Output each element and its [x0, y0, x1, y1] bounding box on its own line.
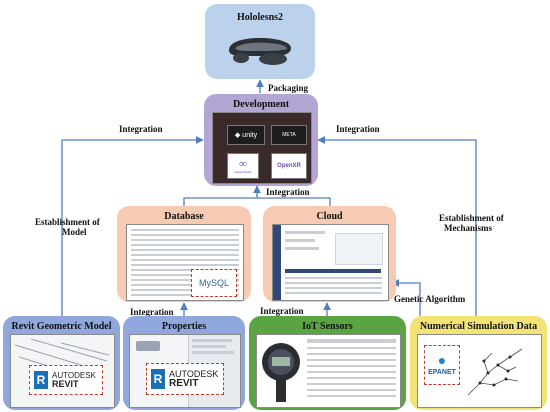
iot-node: IoT Sensors — [249, 316, 406, 410]
simulation-title: Numerical Simulation Data — [419, 321, 538, 332]
establishment-mechanisms-line1: Establishment of — [439, 213, 504, 223]
integration-label-left: Integration — [119, 124, 163, 134]
cloud-title: Cloud — [316, 211, 343, 222]
map-panel — [335, 233, 383, 265]
headset-icon — [229, 38, 291, 65]
database-node: Database MySQL — [117, 206, 251, 302]
establishment-mechanisms-line2: Mechanisms — [444, 223, 492, 233]
arrow-integration-left — [61, 136, 204, 316]
iot-screenshot — [256, 334, 401, 408]
unity-icon: ◆ — [234, 132, 241, 139]
hololens-title: Hololesns2 — [236, 12, 284, 23]
revit-logo: R AUTODESK REVIT — [29, 365, 103, 395]
development-title: Development — [232, 99, 290, 110]
properties-node: Properties R AUTODESK REVIT — [123, 316, 245, 410]
database-title: Database — [164, 211, 204, 222]
simulation-screenshot: ● EPANET — [417, 334, 542, 408]
mysql-logo: MySQL — [191, 269, 237, 297]
revit-r-icon: R — [151, 369, 165, 389]
integration-label-properties: Integration — [130, 307, 174, 317]
genetic-algorithm-label: Genetic Algorithm — [394, 294, 466, 304]
revit-model-screenshot: R AUTODESK REVIT — [10, 334, 115, 408]
database-screenshot: MySQL — [126, 224, 244, 301]
development-screenshot: ◆unity META ∞ Visual Studio OpenXR — [212, 112, 312, 184]
water-drop-icon: ● — [437, 353, 447, 369]
visual-studio-tile: ∞ Visual Studio — [227, 153, 259, 179]
development-node: Development ◆unity META ∞ Visual Studio … — [204, 94, 318, 186]
unity-tile: ◆unity — [227, 125, 265, 145]
revit-logo-properties: R AUTODESK REVIT — [146, 363, 224, 395]
openxr-tile: OpenXR — [271, 153, 307, 179]
revit-model-node: Revit Geometric Model R AUTODESK REVIT — [3, 316, 120, 410]
establishment-model-line1: Establishment of — [35, 217, 100, 227]
packaging-label: Packaging — [268, 83, 309, 93]
visual-studio-icon: ∞ — [239, 157, 247, 170]
sensor-device-icon — [262, 343, 300, 402]
properties-title: Properties — [161, 321, 207, 332]
arrow-genetic-algorithm — [391, 279, 421, 316]
network-graph — [467, 348, 523, 396]
integration-label-middle: Integration — [266, 187, 310, 197]
establishment-model-line2: Model — [62, 227, 87, 237]
arrow-db-cloud — [183, 197, 331, 206]
simulation-node: Numerical Simulation Data ● EPANET — [410, 316, 547, 410]
cloud-screenshot — [272, 224, 389, 301]
integration-label-iot: Integration — [260, 306, 304, 316]
hololens-node: Hololesns2 — [205, 4, 315, 79]
integration-label-right: Integration — [336, 124, 380, 134]
properties-screenshot: R AUTODESK REVIT — [129, 334, 241, 408]
epanet-logo: ● EPANET — [424, 345, 460, 385]
arrow-integration-right — [317, 136, 477, 316]
iot-title: IoT Sensors — [302, 321, 353, 332]
cloud-node: Cloud — [263, 206, 396, 302]
revit-r-icon: R — [34, 371, 48, 389]
revit-model-title: Revit Geometric Model — [11, 321, 112, 332]
meta-tile: META — [271, 125, 307, 145]
